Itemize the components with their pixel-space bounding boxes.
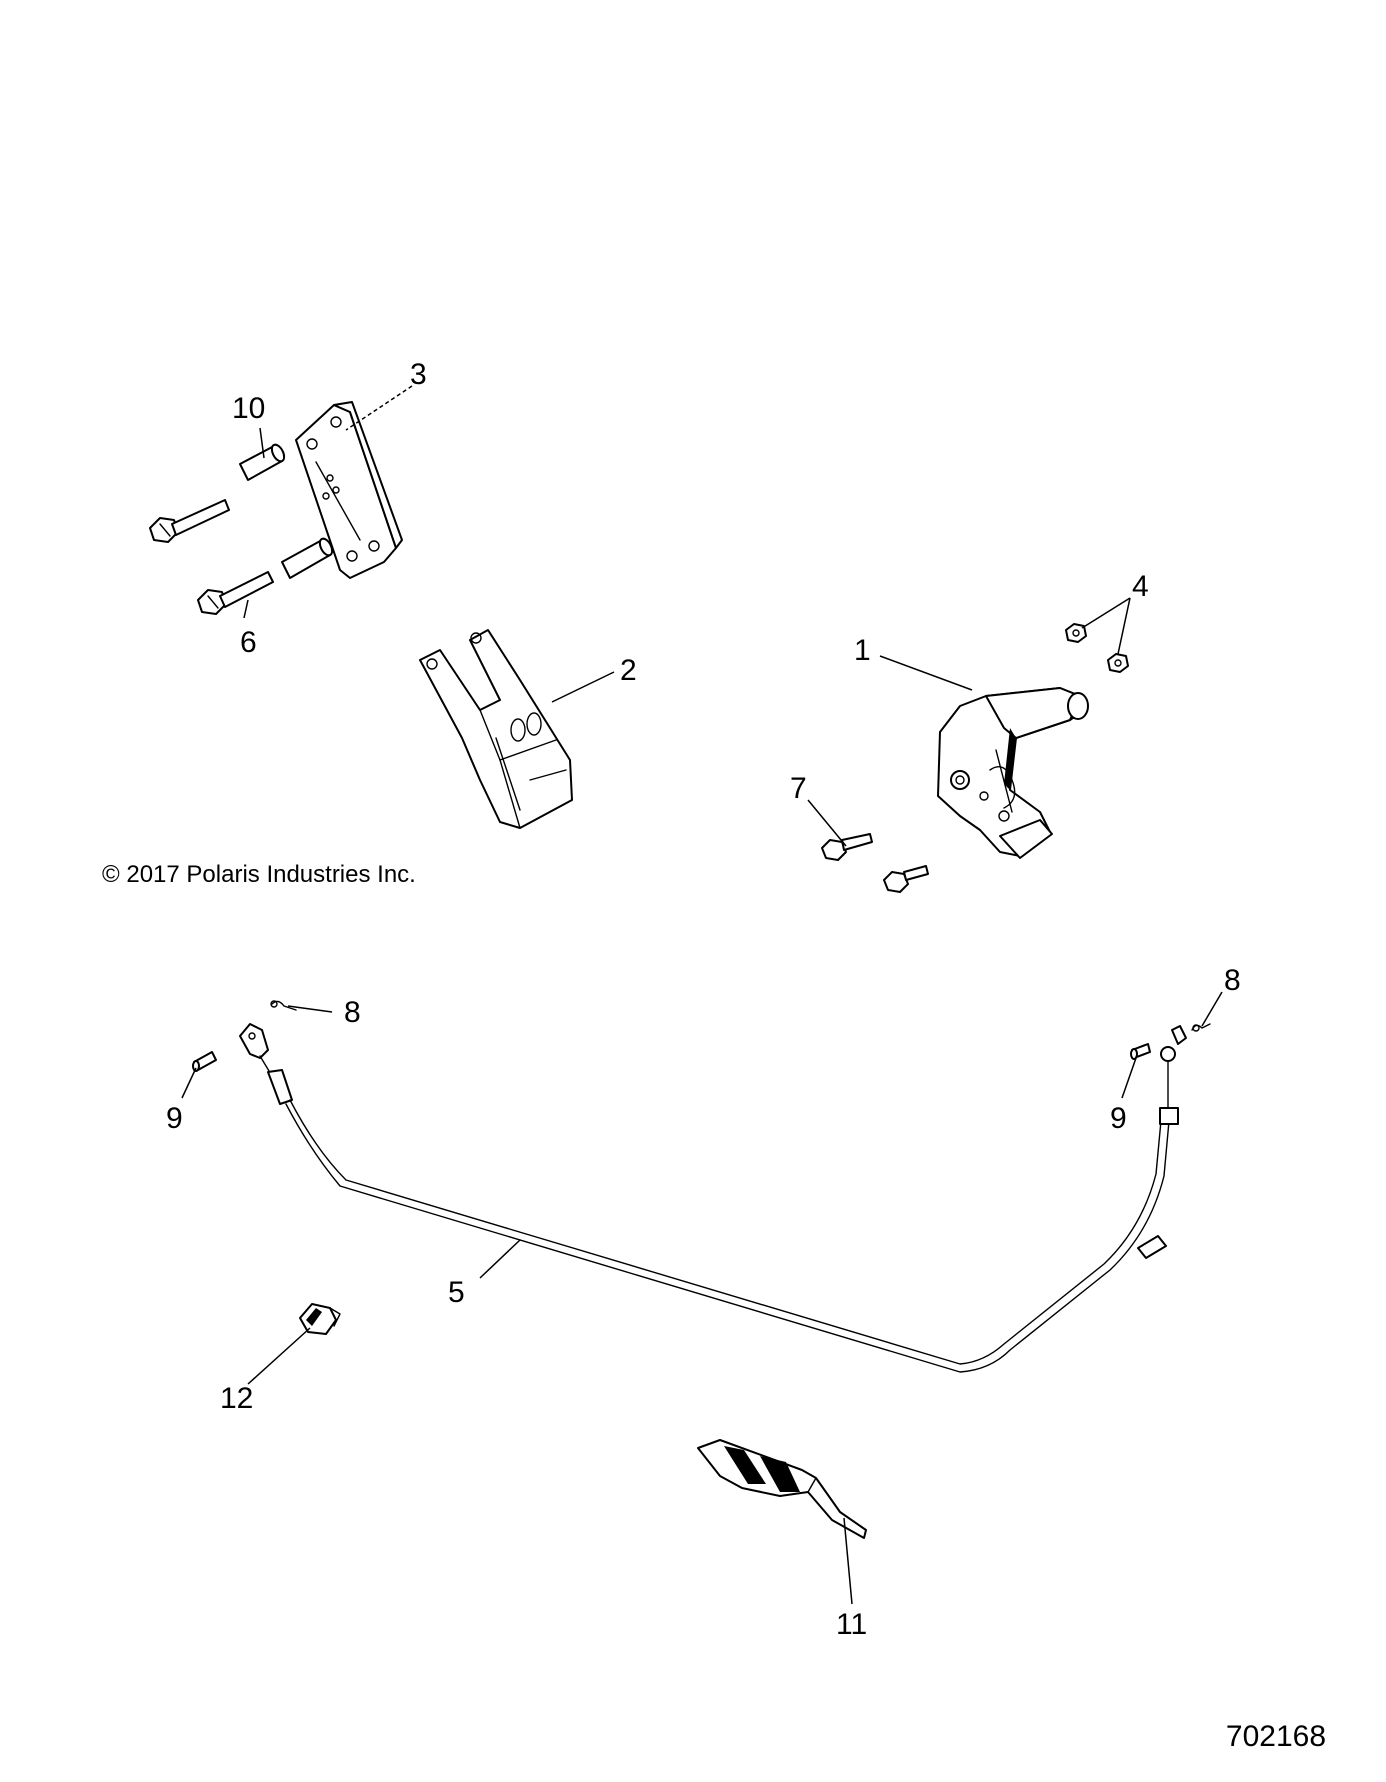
part-bolt-lower: [197, 571, 274, 615]
callout-4: 4: [1132, 570, 1149, 603]
part-clip-right: [1191, 1023, 1211, 1032]
callout-2: 2: [620, 654, 637, 687]
part-heat-shield: [697, 1439, 867, 1539]
callout-8-right: 8: [1224, 964, 1241, 997]
part-brake-cable: [239, 1023, 1187, 1373]
callout-10: 10: [232, 392, 265, 425]
part-bolt-upper: [149, 499, 230, 543]
part-clip-left: [270, 1000, 297, 1011]
part-cable-retainer: [299, 1303, 341, 1335]
leader-lines: [181, 385, 1223, 1605]
part-pin-left: [192, 1051, 217, 1072]
part-pin-right: [1130, 1043, 1151, 1060]
callout-7: 7: [790, 772, 807, 805]
part-nut-lower: [1107, 653, 1129, 673]
callout-9-left: 9: [166, 1102, 183, 1135]
callout-5: 5: [448, 1276, 465, 1309]
part-spacer-lower: [281, 537, 334, 579]
callout-8-left: 8: [344, 996, 361, 1029]
callout-1: 1: [854, 634, 871, 667]
callout-3: 3: [410, 358, 427, 391]
callout-12: 12: [220, 1382, 253, 1415]
part-brake-lever: [937, 687, 1089, 859]
part-pivot-bracket: [295, 401, 403, 579]
part-nut-upper: [1065, 623, 1087, 643]
part-bolt-lever-upper: [821, 833, 873, 861]
part-mounting-bracket: [419, 629, 573, 829]
callout-11: 11: [836, 1608, 867, 1641]
figure-number: 702168: [1226, 1720, 1326, 1753]
callouts: 10 3 6 2 1 4 7 8 9 8 9 5 12 11: [166, 358, 1241, 1641]
part-bolt-lever-lower: [883, 865, 929, 893]
callout-6: 6: [240, 626, 257, 659]
callout-9-right: 9: [1110, 1102, 1127, 1135]
copyright-notice: © 2017 Polaris Industries Inc.: [102, 861, 416, 888]
